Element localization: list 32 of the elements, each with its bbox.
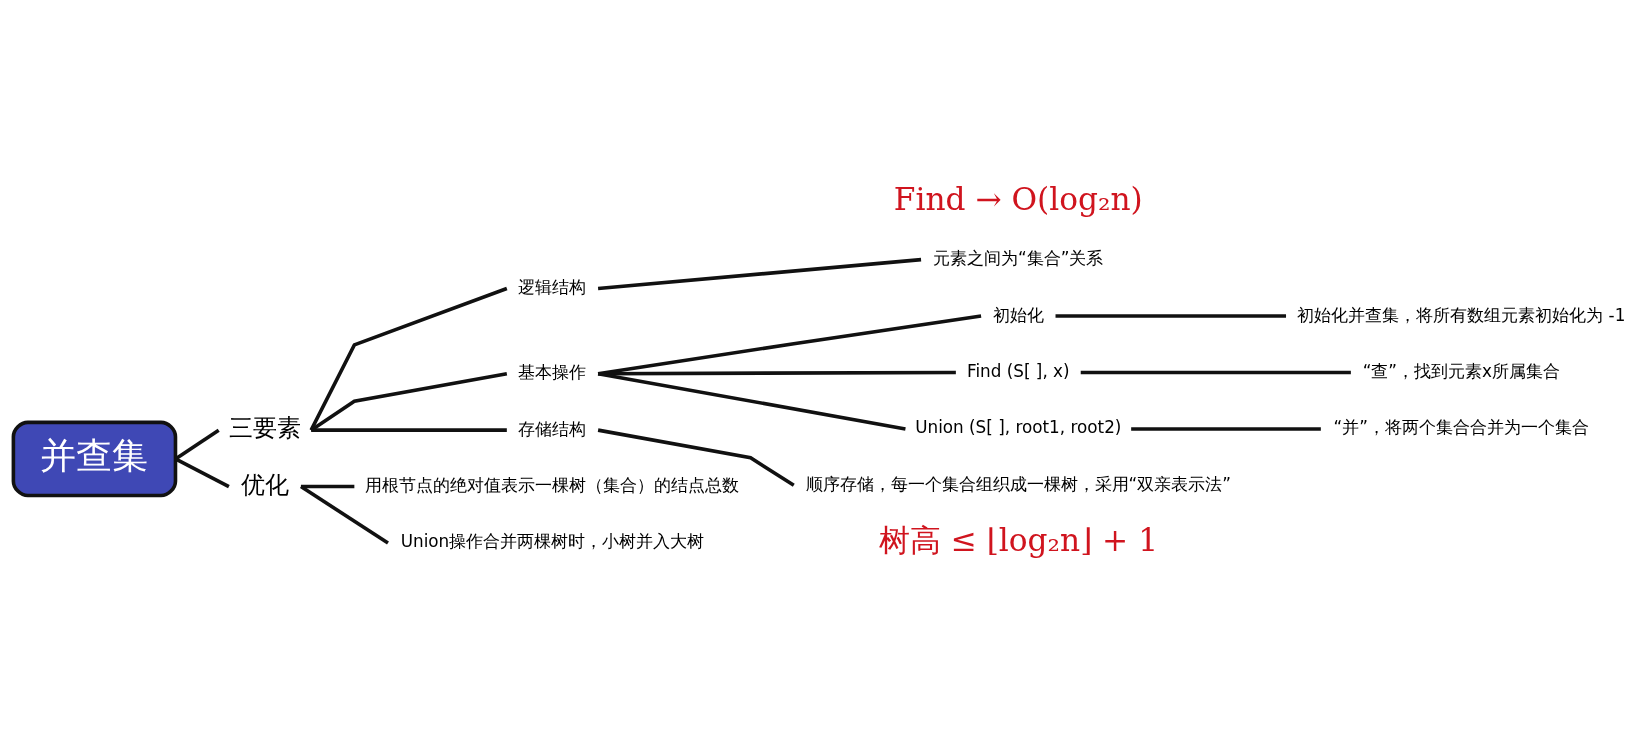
connector <box>1055 313 1287 318</box>
connector <box>174 456 230 488</box>
label: Find → O(log₂n) <box>893 180 1143 217</box>
connector <box>174 428 220 460</box>
connector <box>1131 426 1321 431</box>
connector <box>300 484 355 488</box>
node-text: Find (S[ ], x) <box>967 360 1070 381</box>
connector <box>597 427 795 487</box>
node-text: 优化 <box>240 470 289 499</box>
node-text: 顺序存储，每一个集合组织成一棵树，采用“双亲表示法” <box>805 473 1231 494</box>
node-box: 并查集 <box>11 420 178 497</box>
node-text: “查”，找到元素x所属集合 <box>1362 360 1560 381</box>
connector <box>597 371 906 431</box>
connector <box>311 427 507 432</box>
node-text: 初始化 <box>992 304 1044 325</box>
node-text: 三要素 <box>228 413 301 442</box>
label: 树高 ≤ ⌊log₂n⌋ + 1 <box>878 521 1159 558</box>
connector <box>309 286 508 431</box>
node-text: 存储结构 <box>518 418 587 439</box>
node-text: Union (S[ ], root1, root2) <box>915 416 1122 437</box>
node-text: 初始化并查集，将所有数组元素初始化为 -1 <box>1297 304 1626 325</box>
node-text: 逻辑结构 <box>518 276 587 297</box>
node-text: 用根节点的绝对值表示一棵树（集合）的结点总数 <box>365 474 740 495</box>
connector <box>597 313 982 375</box>
connector <box>1080 370 1351 374</box>
node-text: 元素之间为“集合”关系 <box>933 247 1104 268</box>
node-text: “并”，将两个集合合并为一个集合 <box>1333 416 1590 437</box>
node-text: Union操作合并两棵树时，小树并入大树 <box>400 530 705 551</box>
connector <box>299 484 389 544</box>
connector <box>310 371 508 432</box>
node-text: 基本操作 <box>518 361 587 382</box>
connector <box>597 257 922 290</box>
